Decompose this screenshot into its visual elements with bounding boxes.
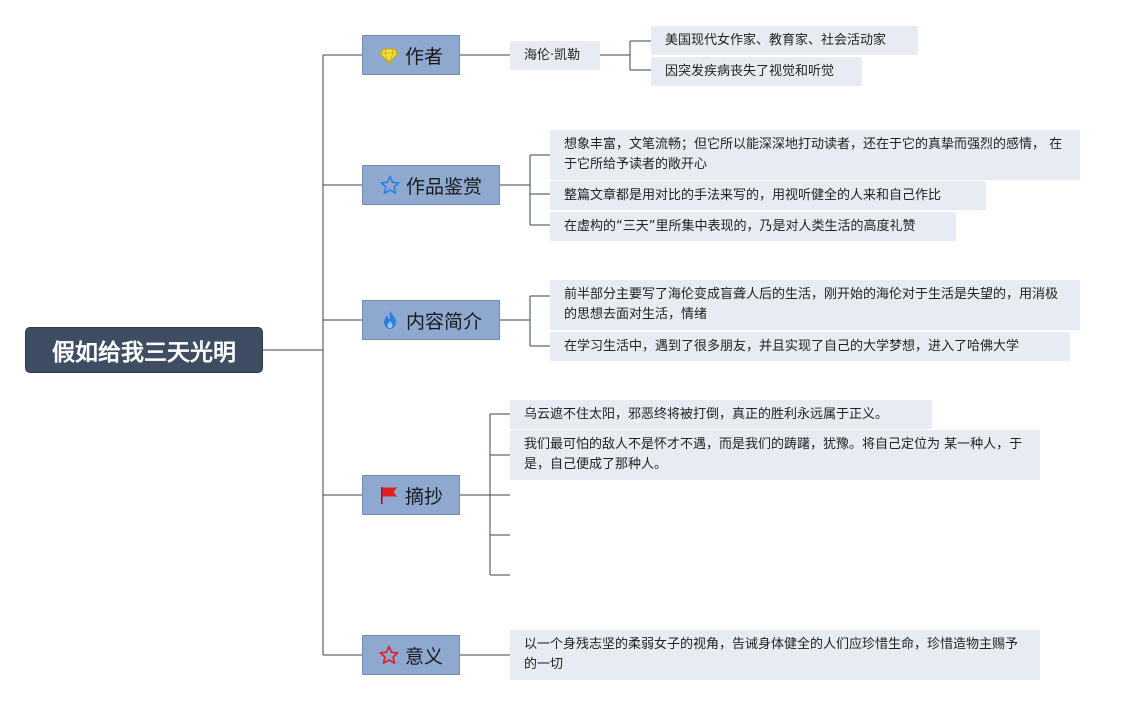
excerpt-text: 乌云遮不住太阳，邪恶终将被打倒，真正的胜利永远属于正义。: [524, 407, 889, 422]
author-detail-node[interactable]: 美国现代女作家、教育家、社会活动家: [651, 26, 918, 55]
category-label: 作品鉴赏: [405, 175, 482, 198]
excerpt-text: 我们最可怕的敌人不是怀才不遇，而是我们的踌躇，犹豫。将自己定位为 某一种人，于是…: [524, 437, 1023, 472]
category-label: 内容简介: [405, 310, 482, 333]
appreciation-text: 整篇文章都是用对比的手法来写的，用视听健全的人来和自己作比: [564, 188, 942, 203]
category-excerpts[interactable]: 摘抄: [362, 475, 460, 515]
summary-item[interactable]: 在学习生活中，遇到了很多朋友，并且实现了自己的大学梦想，进入了哈佛大学: [550, 332, 1070, 361]
category-summary[interactable]: 内容简介: [362, 300, 500, 340]
summary-text: 前半部分主要写了海伦变成盲聋人后的生活，刚开始的海伦对于生活是失望的，用消极的思…: [564, 287, 1059, 322]
excerpt-item[interactable]: 乌云遮不住太阳，邪恶终将被打倒，真正的胜利永远属于正义。: [510, 400, 932, 429]
author-detail-node[interactable]: 因突发疾病丧失了视觉和听觉: [651, 57, 862, 86]
flame-icon: [380, 310, 400, 330]
category-author[interactable]: 作者: [362, 35, 460, 75]
root-node[interactable]: 假如给我三天光明: [25, 327, 263, 373]
excerpt-item[interactable]: 我们最可怕的敌人不是怀才不遇，而是我们的踌躇，犹豫。将自己定位为 某一种人，于是…: [510, 430, 1040, 480]
author-detail: 美国现代女作家、教育家、社会活动家: [665, 33, 887, 48]
star-outline-icon: [380, 175, 400, 195]
summary-text: 在学习生活中，遇到了很多朋友，并且实现了自己的大学梦想，进入了哈佛大学: [564, 339, 1020, 354]
appreciation-item[interactable]: 想象丰富，文笔流畅；但它所以能深深地打动读者，还在于它的真挚而强烈的感情， 在于…: [550, 130, 1080, 180]
red-star-outline-icon: [379, 645, 399, 665]
appreciation-text: 想象丰富，文笔流畅；但它所以能深深地打动读者，还在于它的真挚而强烈的感情， 在于…: [564, 137, 1063, 172]
red-flag-icon: [379, 485, 399, 505]
root-title: 假如给我三天光明: [52, 340, 236, 366]
summary-item[interactable]: 前半部分主要写了海伦变成盲聋人后的生活，刚开始的海伦对于生活是失望的，用消极的思…: [550, 280, 1080, 330]
diamond-icon: [379, 45, 399, 65]
category-appreciation[interactable]: 作品鉴赏: [362, 165, 500, 205]
category-label: 意义: [404, 645, 443, 668]
category-label: 作者: [404, 45, 443, 68]
appreciation-item[interactable]: 在虚构的“三天”里所集中表现的，乃是对人类生活的高度礼赞: [550, 212, 956, 241]
category-label: 摘抄: [404, 485, 443, 508]
appreciation-text: 在虚构的“三天”里所集中表现的，乃是对人类生活的高度礼赞: [564, 219, 916, 234]
meaning-text: 以一个身残志坚的柔弱女子的视角，告诫身体健全的人们应珍惜生命，珍惜造物主赐予的一…: [524, 637, 1019, 672]
author-detail: 因突发疾病丧失了视觉和听觉: [665, 64, 835, 79]
author-name: 海伦·凯勒: [524, 48, 581, 63]
appreciation-item[interactable]: 整篇文章都是用对比的手法来写的，用视听健全的人来和自己作比: [550, 181, 986, 210]
author-name-node[interactable]: 海伦·凯勒: [510, 41, 600, 70]
meaning-item[interactable]: 以一个身残志坚的柔弱女子的视角，告诫身体健全的人们应珍惜生命，珍惜造物主赐予的一…: [510, 630, 1040, 680]
category-meaning[interactable]: 意义: [362, 635, 460, 675]
